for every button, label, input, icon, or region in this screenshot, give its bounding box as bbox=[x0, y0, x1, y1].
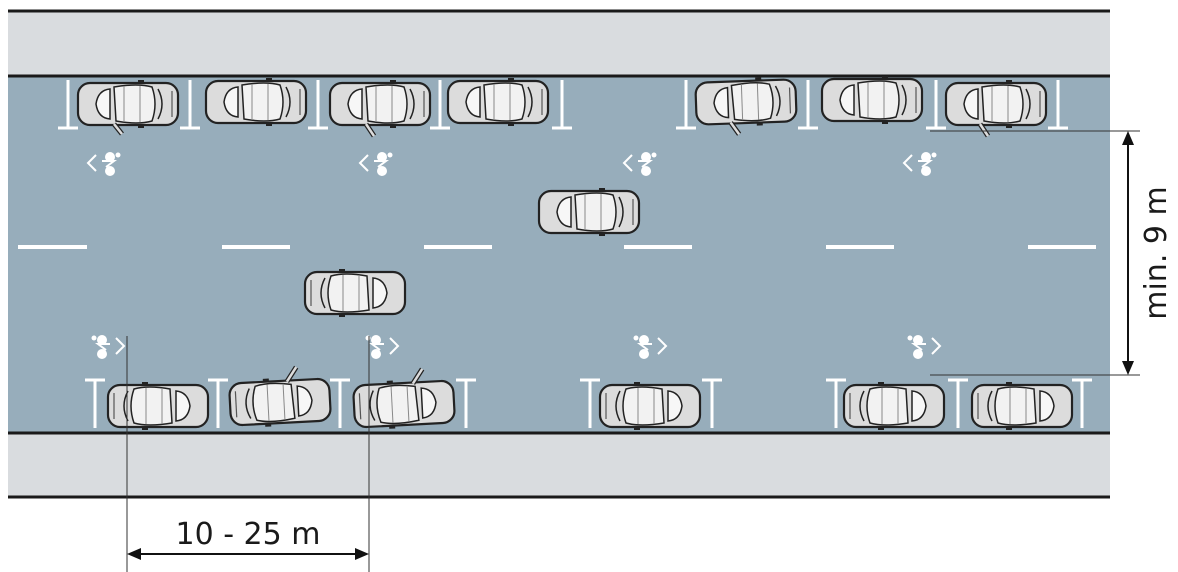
parking-bay-marker-icon bbox=[948, 378, 968, 428]
car-body-shape bbox=[227, 374, 333, 430]
car-body-shape bbox=[944, 78, 1048, 130]
parking-bay-marker-icon bbox=[926, 80, 946, 130]
open-door-panel bbox=[411, 368, 424, 385]
car-body-shape bbox=[351, 376, 457, 432]
car-body-shape bbox=[694, 75, 798, 129]
parking-bay-marker-icon bbox=[308, 80, 328, 130]
car-body-shape bbox=[842, 380, 946, 432]
dimension-label-width: min. 9 m bbox=[1139, 186, 1174, 320]
open-door-panel bbox=[113, 123, 123, 135]
parking-bay-marker-icon bbox=[58, 80, 78, 130]
parking-bay-marker-icon bbox=[456, 378, 476, 428]
parking-bay-marker-icon bbox=[330, 378, 350, 428]
car-body-shape bbox=[106, 380, 210, 432]
open-door-panel bbox=[729, 121, 741, 135]
open-door-panel bbox=[978, 123, 990, 137]
car-body-shape bbox=[76, 78, 180, 130]
parked-car-icon bbox=[446, 76, 550, 128]
moving-car-icon bbox=[537, 186, 641, 238]
parking-bay-marker-icon bbox=[85, 378, 105, 428]
parked-car-icon bbox=[944, 78, 1048, 138]
parking-bay-marker-icon bbox=[208, 378, 228, 428]
parking-bay-marker-icon bbox=[702, 378, 722, 428]
car-body-shape bbox=[598, 380, 702, 432]
parked-car-icon bbox=[204, 76, 308, 128]
parked-car-icon bbox=[694, 75, 798, 136]
car-body-shape bbox=[820, 74, 924, 126]
open-door-panel bbox=[285, 366, 298, 383]
moving-car-icon bbox=[303, 267, 407, 319]
car-body-shape bbox=[328, 78, 432, 130]
sidewalk-top bbox=[8, 12, 1110, 76]
dimension-label-spacing: 10 - 25 m bbox=[175, 517, 320, 552]
parked-car-icon bbox=[351, 367, 457, 432]
parking-bay-marker-icon bbox=[1072, 378, 1092, 428]
parking-bay-marker-icon bbox=[1048, 80, 1068, 130]
parking-bay-marker-icon bbox=[180, 80, 200, 130]
car-body-shape bbox=[446, 76, 550, 128]
roadway bbox=[8, 76, 1110, 434]
open-door-panel bbox=[364, 123, 376, 137]
parked-car-icon bbox=[328, 78, 432, 138]
dimension-arrowhead-top bbox=[1122, 131, 1134, 145]
parking-bay-marker-icon bbox=[430, 80, 450, 130]
sidewalk-bottom bbox=[8, 434, 1110, 498]
parked-car-icon bbox=[970, 380, 1074, 432]
parking-bay-marker-icon bbox=[580, 378, 600, 428]
parked-car-icon bbox=[598, 380, 702, 432]
parked-car-icon bbox=[227, 365, 333, 430]
parked-car-icon bbox=[76, 78, 180, 136]
dimension-arrowhead-left bbox=[127, 548, 141, 560]
parking-bay-marker-icon bbox=[552, 80, 572, 130]
car-body-shape bbox=[303, 267, 407, 319]
car-body-shape bbox=[537, 186, 641, 238]
parked-car-icon bbox=[106, 380, 210, 432]
parking-bay-marker-icon bbox=[826, 378, 846, 428]
parked-car-icon bbox=[820, 74, 924, 126]
car-body-shape bbox=[204, 76, 308, 128]
parked-car-icon bbox=[842, 380, 946, 432]
dimension-arrowhead-right bbox=[355, 548, 369, 560]
dimension-arrowhead-bottom bbox=[1122, 361, 1134, 375]
car-body-shape bbox=[970, 380, 1074, 432]
parking-bay-marker-icon bbox=[798, 80, 818, 130]
parking-bay-marker-icon bbox=[676, 80, 696, 130]
